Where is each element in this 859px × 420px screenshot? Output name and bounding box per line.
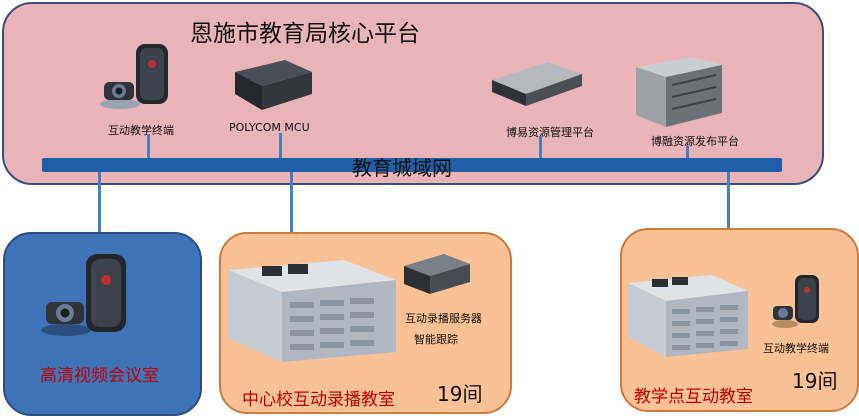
video-terminal-icon (38, 250, 138, 340)
device-label-terminal: 互动教学终端 (108, 124, 174, 137)
central-school-count: 19间 (437, 382, 483, 406)
tracking-label: 智能跟踪 (414, 333, 458, 346)
network-bus (42, 158, 782, 172)
teaching-point-count: 19间 (792, 369, 838, 393)
chassis-server-icon (632, 55, 727, 130)
central-school-room-label: 中心校互动录播教室 (242, 390, 395, 410)
link-resource-mgmt (539, 136, 542, 160)
device-label-resource-mgmt: 博易资源管理平台 (506, 126, 594, 139)
core-platform-title: 恩施市教育局核心平台 (190, 21, 420, 47)
hd-meeting-room-label: 高清视频会议室 (40, 366, 159, 386)
rack-server-icon (490, 58, 585, 113)
link-hd-meeting (98, 172, 101, 234)
recording-server-label: 互动录播服务器 (405, 312, 482, 325)
classroom-icon (226, 258, 398, 364)
mcu-device-icon (230, 58, 315, 113)
classroom-icon (626, 273, 750, 359)
device-label-resource-publish: 博融资源发布平台 (651, 135, 739, 148)
video-terminal-icon (770, 272, 824, 330)
recording-server-icon (402, 252, 472, 298)
link-mcu (279, 133, 282, 160)
network-label: 教育城域网 (352, 156, 452, 180)
link-terminal (147, 134, 150, 160)
device-label-mcu: POLYCOM MCU (229, 121, 310, 134)
link-resource-publish (686, 146, 689, 160)
link-teaching-point (727, 172, 730, 234)
teaching-point-terminal-label: 互动教学终端 (763, 342, 829, 355)
video-terminal-icon (98, 40, 178, 112)
teaching-point-room-label: 教学点互动教室 (634, 387, 753, 407)
link-central-school (290, 172, 293, 234)
